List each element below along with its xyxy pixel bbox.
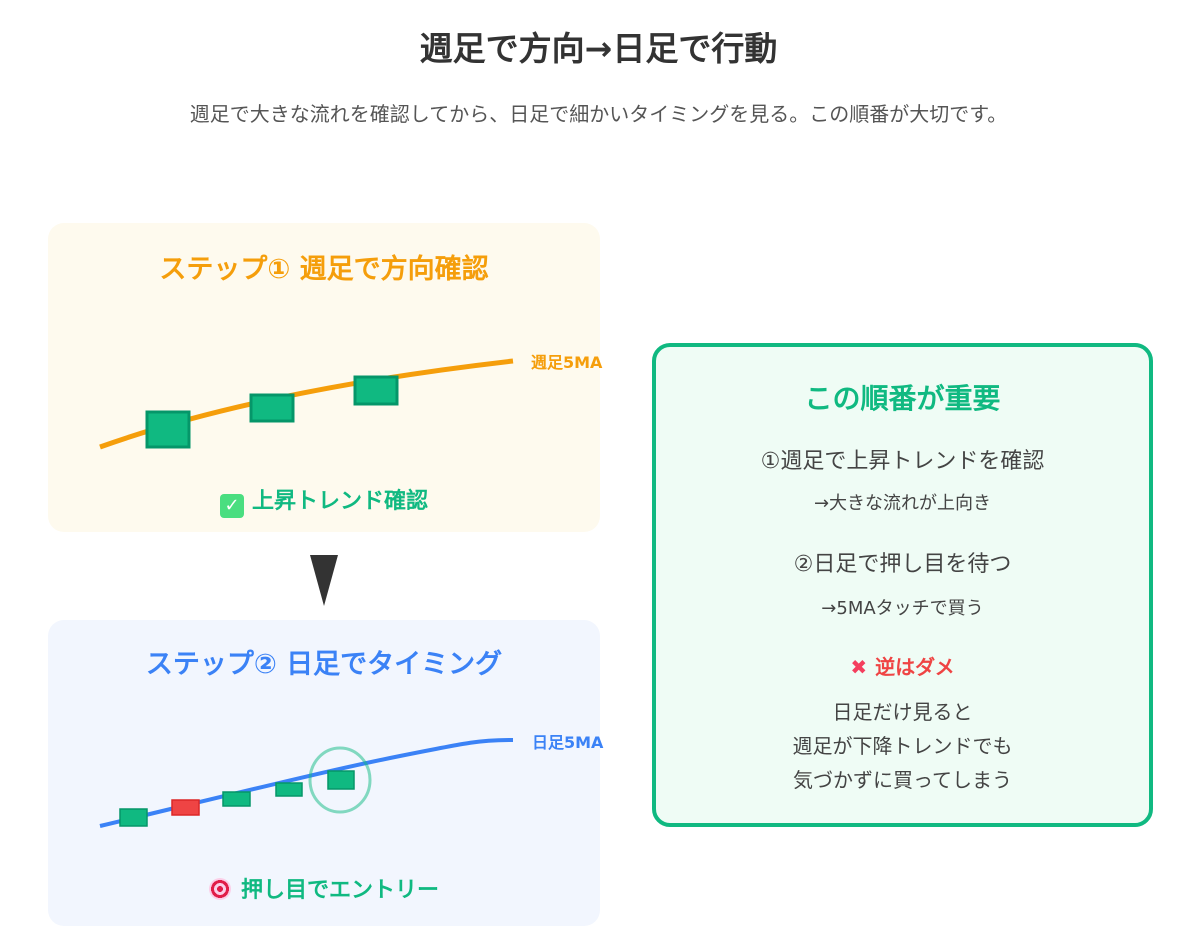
step1-result-label: 上昇トレンド確認 <box>251 489 428 514</box>
page-title: 週足で方向→日足で行動 <box>419 29 778 68</box>
step1-card: ステップ① 週足で方向確認 ✓ 上昇トレンド確認 <box>48 223 600 532</box>
step1-result: ✓ 上昇トレンド確認 <box>48 483 600 518</box>
cross-mark-icon: ✖ <box>850 655 868 679</box>
entry-highlight-circle <box>308 746 372 814</box>
summary-point2-sub: →5MAタッチで買う <box>821 598 984 619</box>
weekly-ma-label: 週足5MA <box>531 353 603 372</box>
summary-point2: ②日足で押し目を待つ <box>793 552 1012 577</box>
summary-warning: ✖ 逆はダメ <box>656 651 1149 680</box>
daily-candle <box>119 808 148 827</box>
step2-result: 押し目でエントリー <box>48 872 600 904</box>
target-icon <box>208 878 231 900</box>
summary-warning-line: 気づかずに買ってしまう <box>793 768 1012 792</box>
weekly-candle <box>249 393 295 423</box>
summary-title: この順番が重要 <box>804 382 1001 415</box>
summary-point1-sub: →大きな流れが上向き <box>813 493 992 514</box>
daily-candle <box>275 782 303 797</box>
daily-ma-line <box>99 738 514 828</box>
daily-candle <box>222 791 251 807</box>
summary-point1: ①週足で上昇トレンドを確認 <box>760 449 1045 474</box>
step1-title: ステップ① 週足で方向確認 <box>159 254 489 285</box>
summary-warning-label: 逆はダメ <box>875 655 955 679</box>
weekly-candle <box>145 410 191 449</box>
weekly-candle <box>353 375 399 406</box>
step2-title: ステップ② 日足でタイミング <box>145 649 503 680</box>
page-subtitle: 週足で大きな流れを確認してから、日足で細かいタイミングを見る。この順番が大切です… <box>189 102 1008 126</box>
summary-box: この順番が重要 ①週足で上昇トレンドを確認 →大きな流れが上向き ②日足で押し目… <box>652 343 1153 827</box>
daily-candle <box>327 770 355 790</box>
daily-ma-label: 日足5MA <box>532 733 604 752</box>
daily-candle-red <box>171 799 200 816</box>
summary-warning-line: 週足が下降トレンドでも <box>792 734 1013 758</box>
summary-warning-line: 日足だけ見ると <box>832 700 973 724</box>
step2-result-label: 押し目でエントリー <box>240 878 439 903</box>
check-mark-icon: ✓ <box>219 494 244 518</box>
down-arrow-icon <box>310 555 338 606</box>
